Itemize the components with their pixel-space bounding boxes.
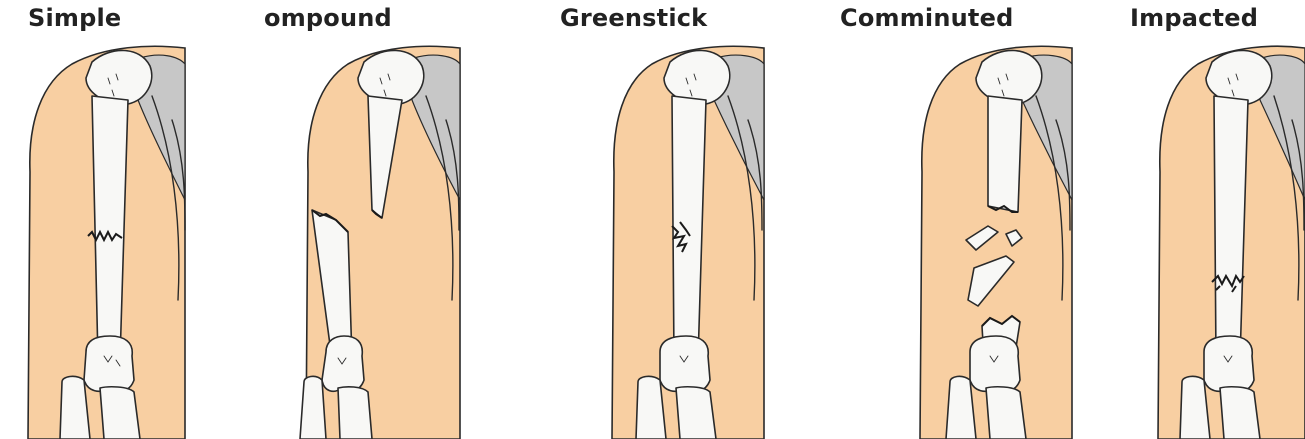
label-simple: Simple — [28, 4, 121, 32]
elbow-condyles — [660, 336, 710, 391]
label-greenstick: Greenstick — [560, 4, 707, 32]
simple-fracture-illustration — [0, 0, 200, 439]
elbow-condyles — [970, 336, 1020, 391]
forearm-bone — [300, 376, 326, 439]
label-impacted: Impacted — [1130, 4, 1258, 32]
panel-compound: ompound — [264, 0, 464, 439]
forearm-bone — [100, 387, 140, 439]
elbow-condyles — [1204, 336, 1254, 391]
humerus-upper-fragment — [988, 96, 1022, 212]
elbow-condyles — [84, 336, 134, 391]
forearm-bone — [676, 387, 716, 439]
forearm-bone — [338, 387, 372, 439]
label-comminuted: Comminuted — [840, 4, 1013, 32]
elbow-condyles — [322, 336, 364, 391]
compound-fracture-illustration — [264, 0, 464, 439]
forearm-bone — [1220, 387, 1260, 439]
panel-simple: Simple — [0, 0, 200, 439]
humerus-head — [976, 50, 1042, 104]
comminuted-fracture-illustration — [838, 0, 1073, 439]
panel-comminuted: Comminuted — [838, 0, 1073, 439]
forearm-bone — [986, 387, 1026, 439]
panel-greenstick: Greenstick — [560, 0, 765, 439]
panel-impacted: Impacted — [1128, 0, 1305, 439]
impacted-fracture-illustration — [1128, 0, 1305, 439]
label-compound: ompound — [264, 4, 392, 32]
greenstick-fracture-illustration — [560, 0, 765, 439]
